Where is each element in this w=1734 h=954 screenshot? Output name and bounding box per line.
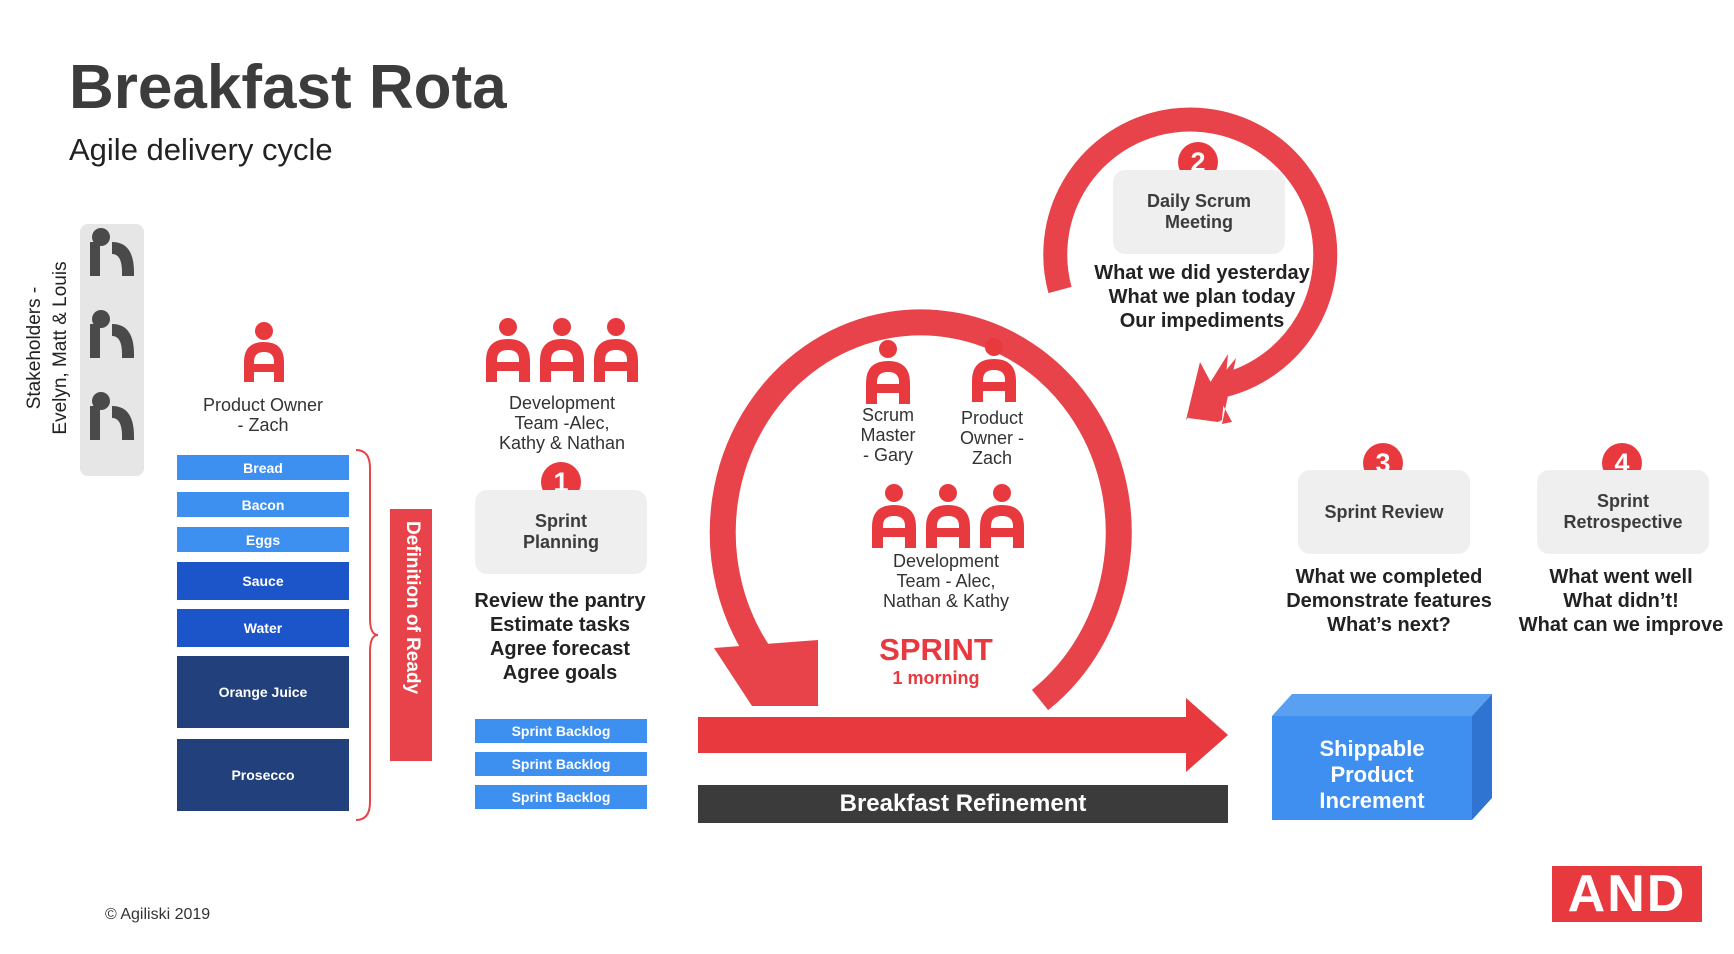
and-logo: AND [1552, 865, 1702, 923]
sprint-backlog-item: Sprint Backlog [475, 752, 647, 776]
scrum-master-line2: Master [860, 425, 916, 445]
sprint-review-details: What we completed Demonstrate features W… [1270, 565, 1508, 637]
scrum-master-label: Scrum Master - Gary [838, 405, 938, 465]
daily-scrum-details: What we did yesterday What we plan today… [1080, 261, 1324, 333]
sprint-circle-arrowhead [714, 640, 818, 706]
detail-line: What’s next? [1327, 614, 1451, 636]
product-owner-line2: - Zach [237, 415, 289, 435]
retro-line1: Sprint [1597, 491, 1649, 511]
backlog-item: Sauce [177, 562, 349, 600]
backlog-item: Bread [177, 455, 349, 480]
scrum-master-line3: - Gary [862, 445, 913, 465]
sprint-review-card: Sprint Review [1298, 470, 1470, 554]
detail-line: Estimate tasks [489, 614, 631, 636]
scrum-master-line1: Scrum [861, 405, 914, 425]
sprint-planning-line1: Sprint [535, 511, 587, 531]
detail-line: What we completed [1295, 566, 1483, 588]
retro-line2: Retrospective [1563, 512, 1683, 532]
backlog-item: Water [177, 609, 349, 647]
sprint-circle-arc [709, 309, 1132, 711]
page-title: Breakfast Rota [69, 53, 507, 122]
backlog-item: Prosecco [177, 739, 349, 811]
stakeholders-panel [80, 224, 144, 476]
product-owner-sprint-label: Product Owner - Zach [942, 408, 1042, 468]
detail-line: Demonstrate features [1286, 590, 1492, 612]
backlog-item: Eggs [177, 527, 349, 552]
backlog-item: Orange Juice [177, 656, 349, 728]
dev-team-line1: Development [508, 393, 616, 413]
sprint-label: SPRINT [879, 632, 993, 667]
increment-line3: Increment [1319, 788, 1425, 813]
increment-line1: Shippable [1319, 736, 1425, 761]
detail-line: What we did yesterday [1094, 262, 1310, 284]
product-owner-line1: Product Owner [202, 395, 324, 415]
sprint-dev-line3: Nathan & Kathy [882, 591, 1010, 611]
increment-line2: Product [1330, 762, 1414, 787]
increment-side [1472, 694, 1492, 820]
product-owner-person-icon [244, 322, 284, 382]
scrum-master-person-icon [866, 340, 910, 404]
sprint-development-team-label: Development Team - Alec, Nathan & Kathy [856, 551, 1036, 611]
detail-line: What can we improve [1518, 614, 1724, 636]
page-subtitle: Agile delivery cycle [69, 132, 333, 167]
shippable-increment-label: Shippable Product Increment [1272, 736, 1472, 814]
development-team-planning-label: Development Team -Alec, Kathy & Nathan [472, 393, 652, 453]
sprint-development-team-icon [872, 484, 1024, 548]
dev-team-line3: Kathy & Nathan [498, 433, 626, 453]
detail-line: What didn’t! [1563, 590, 1679, 612]
po-sprint-line3: Zach [971, 448, 1013, 468]
daily-scrum-arc [1043, 107, 1338, 397]
backlog-item: Bacon [177, 492, 349, 517]
stakeholder-person-icon [90, 228, 134, 440]
refinement-arrow-shaft [698, 717, 1186, 753]
sprint-backlog-item: Sprint Backlog [475, 719, 647, 743]
copyright: © Agiliski 2019 [105, 906, 211, 923]
backlog-brace [355, 449, 379, 821]
detail-line: Review the pantry [474, 590, 646, 612]
development-team-icon [486, 318, 638, 382]
sprint-backlog-item: Sprint Backlog [475, 785, 647, 809]
product-owner-sprint-person-icon [972, 338, 1016, 402]
sprint-planning-line2: Planning [523, 532, 599, 552]
daily-scrum-line2: Meeting [1164, 212, 1233, 232]
daily-scrum-arrowhead [1186, 358, 1236, 424]
detail-line: Agree goals [502, 662, 618, 684]
sprint-retrospective-details: What went well What didn’t! What can we … [1510, 565, 1732, 637]
po-sprint-line2: Owner - [959, 428, 1024, 448]
increment-top [1272, 694, 1492, 716]
detail-line: What went well [1549, 566, 1693, 588]
dev-team-line2: Team -Alec, [514, 413, 610, 433]
sprint-dev-line1: Development [892, 551, 1000, 571]
product-owner-label: Product Owner - Zach [183, 395, 343, 435]
detail-line: What we plan today [1108, 286, 1296, 308]
po-sprint-line1: Product [960, 408, 1024, 428]
breakfast-refinement-bar: Breakfast Refinement [698, 785, 1228, 823]
detail-line: Agree forecast [489, 638, 631, 660]
daily-scrum-line1: Daily Scrum [1146, 191, 1252, 211]
detail-line: Our impediments [1119, 310, 1285, 332]
sprint-dev-line2: Team - Alec, [896, 571, 996, 591]
increment-front [1272, 716, 1472, 820]
sprint-duration: 1 morning [892, 668, 980, 688]
refinement-arrow-head [1186, 698, 1228, 772]
sprint-planning-details: Review the pantry Estimate tasks Agree f… [452, 589, 668, 685]
definition-of-ready-bar: Definition of Ready [390, 509, 432, 761]
